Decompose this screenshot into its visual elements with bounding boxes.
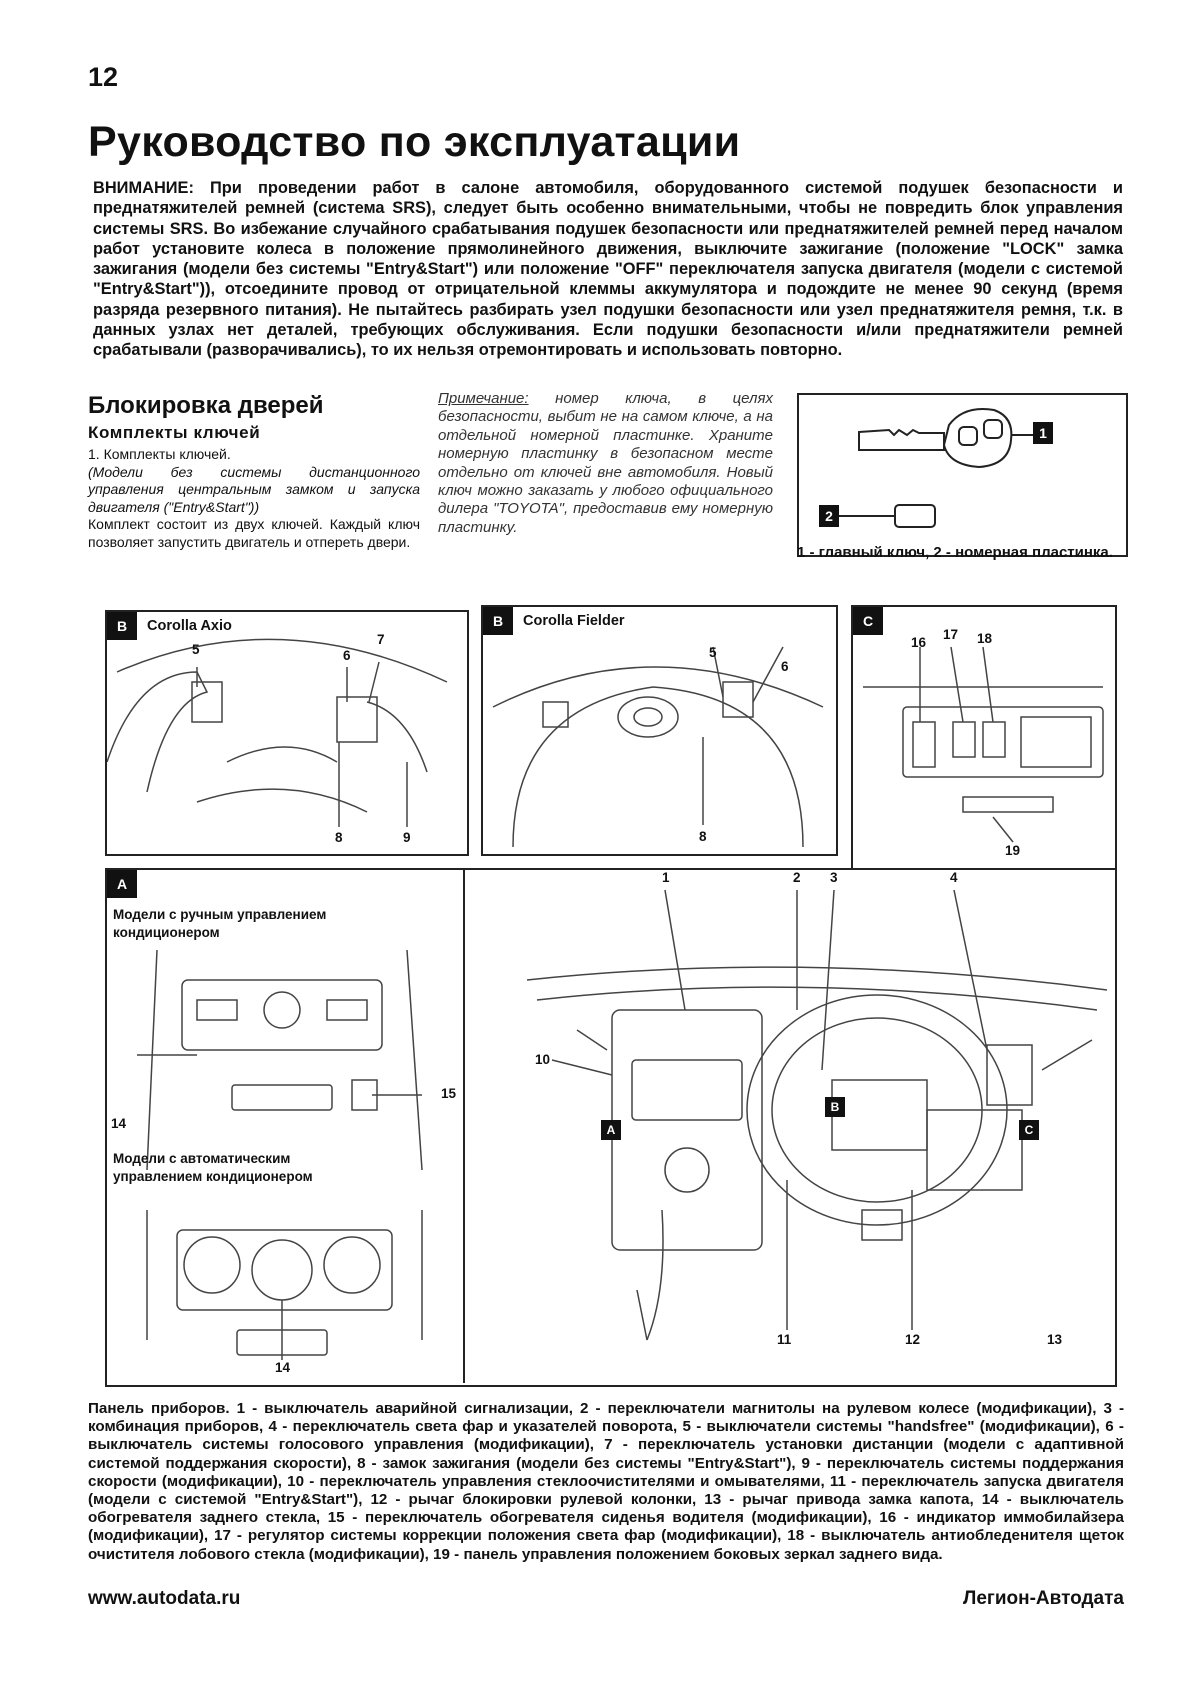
figure-c-num-16: 16 <box>911 635 927 650</box>
dash-num-2: 2 <box>793 870 801 885</box>
figure-b-axio-tag: B <box>107 612 137 640</box>
figure-b-fielder-tag: B <box>483 607 513 635</box>
section-subtitle: Комплекты ключей <box>88 423 261 442</box>
dash-tag-c: C <box>1019 1120 1039 1140</box>
figure-c-num-17: 17 <box>943 627 959 642</box>
dash-tag-b: B <box>825 1097 845 1117</box>
warning-label: ВНИМАНИЕ: <box>93 179 194 197</box>
fielder-num-6: 6 <box>781 659 789 674</box>
dash-num-11: 11 <box>777 1332 792 1347</box>
key-note-text: номер ключа, в целях безопасности, выбит… <box>438 390 773 536</box>
figure-b-fielder-name: Corolla Fielder <box>523 613 625 629</box>
figure-a-num-15: 15 <box>441 1086 457 1101</box>
key-sets-text: 1. Комплекты ключей. (Модели без системы… <box>88 446 420 551</box>
footer-site-link[interactable]: www.autodata.ru <box>88 1588 241 1609</box>
key-callout-2: 2 <box>819 505 839 527</box>
section-title: Блокировка дверей <box>88 392 324 419</box>
key-drawing <box>839 408 1033 528</box>
dashboard-drawing <box>526 889 1108 1341</box>
figure-b-fielder: B Corolla Fielder 5 6 8 <box>481 605 838 856</box>
dashboard-caption: Панель приборов. 1 - выключатель аварийн… <box>88 1400 1124 1563</box>
figure-a-tag: A <box>107 870 137 898</box>
key-figure: 1 2 <box>797 393 1128 557</box>
figure-c-num-19: 19 <box>1005 843 1021 858</box>
dash-num-3: 3 <box>830 870 838 885</box>
dash-num-4: 4 <box>950 870 958 885</box>
axio-num-8: 8 <box>335 830 343 845</box>
figure-a-num-14: 14 <box>111 1116 127 1131</box>
key-sets-body: Комплект состоит из двух ключей. Каждый … <box>88 516 420 550</box>
fielder-num-5: 5 <box>709 645 717 660</box>
figure-c-drawing <box>863 646 1104 843</box>
key-note-label: Примечание: <box>438 390 529 407</box>
key-figure-caption: 1 - главный ключ, 2 - номерная пластинка… <box>797 544 1113 561</box>
footer-brand: Легион-Автодата <box>963 1588 1124 1609</box>
axio-drawing <box>107 638 448 827</box>
axio-num-6: 6 <box>343 648 351 663</box>
key-callout-1: 1 <box>1033 422 1053 444</box>
figure-c: C 16 17 18 19 <box>851 605 1117 875</box>
axio-num-7: 7 <box>377 632 385 647</box>
figure-c-tag: C <box>853 607 883 635</box>
dash-num-10: 10 <box>535 1052 551 1067</box>
dash-num-13: 13 <box>1047 1332 1063 1347</box>
warning-paragraph: ВНИМАНИЕ: При проведении работ в салоне … <box>93 178 1123 361</box>
figure-a-drawing <box>137 949 423 1360</box>
dashboard-figure: A Модели с ручным управлением кондиционе… <box>105 868 1117 1387</box>
key-sets-item: 1. Комплекты ключей. <box>88 446 231 462</box>
dash-tag-a: A <box>601 1120 621 1140</box>
figure-a: A Модели с ручным управлением кондиционе… <box>107 870 465 1383</box>
figure-b-axio-name: Corolla Axio <box>147 618 232 634</box>
fielder-drawing <box>492 646 824 848</box>
page-title: Руководство по эксплуатации <box>88 118 741 166</box>
dash-num-12: 12 <box>905 1332 921 1347</box>
key-sets-models-note: (Модели без системы дистанционного управ… <box>88 463 420 515</box>
figure-a-auto-label: Модели с автоматическим управлением конд… <box>113 1151 313 1184</box>
key-note: Примечание: номер ключа, в целях безопас… <box>438 390 773 537</box>
axio-num-9: 9 <box>403 830 411 845</box>
page-number: 12 <box>88 62 119 92</box>
fielder-num-8: 8 <box>699 829 707 844</box>
axio-num-5: 5 <box>192 642 200 657</box>
figure-c-num-18: 18 <box>977 631 993 646</box>
dash-num-1: 1 <box>662 870 670 885</box>
figure-a-num-14-auto: 14 <box>275 1360 291 1375</box>
figure-a-manual-label: Модели с ручным управлением кондиционеро… <box>113 907 327 940</box>
warning-text: При проведении работ в салоне автомобиля… <box>93 179 1123 360</box>
figure-b-axio: B Corolla Axio 5 6 7 8 9 <box>105 610 469 856</box>
